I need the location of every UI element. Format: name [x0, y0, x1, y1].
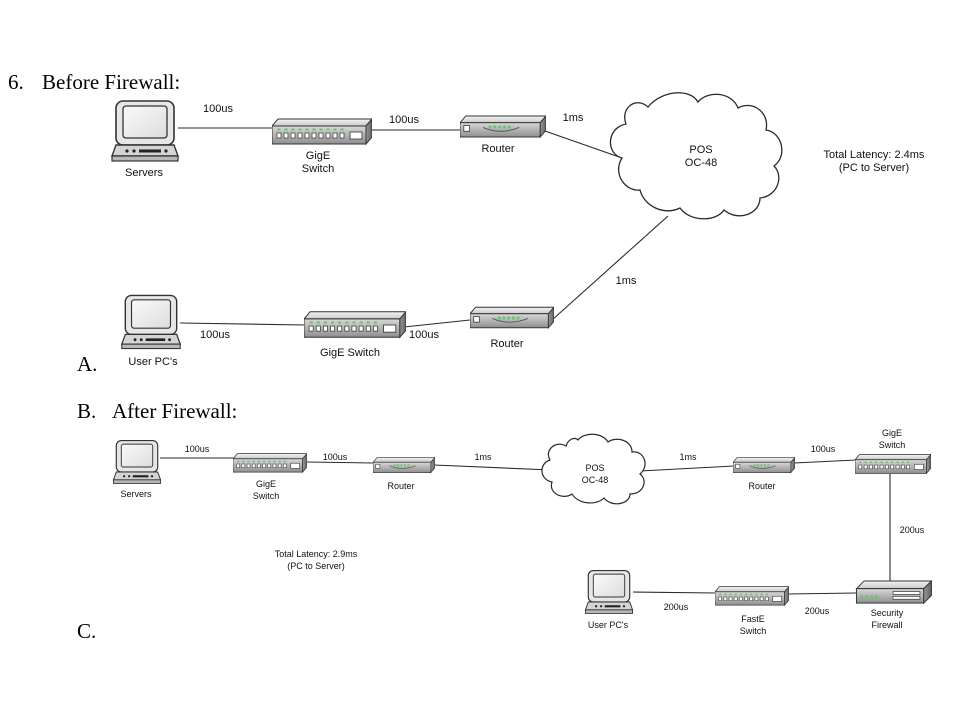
latency-before-pc-switch: 100us [200, 329, 230, 341]
section-b-number: B. [77, 399, 96, 423]
latency-after-cloud-router: 1ms [679, 452, 697, 462]
latency-before-router-cloud: 1ms [563, 112, 584, 124]
router-icon-before-bottom [470, 306, 554, 329]
pos-cloud-label-after-1: POS [585, 463, 604, 473]
security-firewall-label-line1: Security [871, 608, 904, 618]
total-latency-before-1: Total Latency: 2.4ms [824, 149, 925, 161]
gige-switch-label-before-bottom: GigE Switch [320, 347, 380, 359]
latency-before-switch-router: 100us [389, 114, 419, 126]
gige-switch-icon-before-top [272, 118, 372, 145]
router-icon-before-top [460, 115, 546, 138]
servers-icon-after [112, 439, 162, 485]
link-before-pc-switch [179, 322, 307, 326]
gige-switch-label-after-2-line1: GigE [882, 428, 902, 438]
security-firewall-icon [855, 580, 932, 604]
link-after-switch-router [305, 461, 375, 464]
link-before-switch-router-b [403, 319, 471, 328]
section-6-number: 6. [8, 70, 24, 94]
gige-switch-label-before-top-1: GigE [306, 150, 330, 162]
latency-before-switch-router-b: 100us [409, 329, 439, 341]
latency-after-servers-switch: 100us [185, 444, 210, 454]
total-latency-after-2: (PC to Server) [287, 561, 345, 571]
link-after-faste-firewall [787, 592, 857, 595]
section-c-label: C. [77, 619, 96, 643]
pos-cloud-before [609, 92, 783, 220]
faste-switch-label-line2: Switch [740, 626, 767, 636]
router-icon-after-1 [373, 457, 435, 473]
link-after-router-cloud [433, 464, 552, 471]
total-latency-before-2: (PC to Server) [839, 162, 909, 174]
gige-switch-label-after-2-line2: Switch [879, 440, 906, 450]
gige-switch-icon-after-1 [233, 453, 307, 473]
user-pc-icon-after [584, 569, 634, 615]
pos-cloud-label-after-2: OC-48 [582, 475, 609, 485]
router-label-before-bottom: Router [490, 338, 523, 350]
total-latency-after-1: Total Latency: 2.9ms [275, 549, 358, 559]
link-after-router-switch [793, 459, 857, 464]
gige-switch-icon-before-bottom [304, 311, 406, 338]
after-links [160, 457, 891, 595]
servers-icon-before [111, 100, 179, 162]
pos-cloud-after [541, 433, 646, 505]
gige-switch-label-after-1-line1: GigE [256, 479, 276, 489]
pos-cloud-label-before-1: POS [689, 144, 712, 156]
router-icon-after-2 [733, 457, 795, 473]
latency-before-servers-switch: 100us [203, 103, 233, 115]
gige-switch-label-before-top-2: Switch [302, 163, 334, 175]
before-links [178, 127, 669, 328]
user-pc-label-after: User PC's [588, 620, 629, 630]
section-6-title: Before Firewall: [42, 70, 180, 94]
link-after-cloud-router [639, 465, 735, 472]
servers-label-after: Servers [120, 489, 152, 499]
latency-after-router-cloud: 1ms [474, 452, 492, 462]
link-after-pc-faste [632, 591, 717, 594]
faste-switch-icon [715, 586, 789, 606]
latency-after-switch-firewall: 200us [900, 525, 925, 535]
latency-before-cloud-router: 1ms [616, 275, 637, 287]
router-label-after-2: Router [748, 481, 775, 491]
section-a-label: A. [77, 352, 97, 376]
section-b-title: After Firewall: [112, 399, 237, 423]
gige-switch-icon-after-2 [855, 453, 931, 474]
router-label-after-1: Router [387, 481, 414, 491]
latency-after-pc-faste: 200us [664, 602, 689, 612]
gige-switch-label-after-1-line2: Switch [253, 491, 280, 501]
servers-label-before: Servers [125, 167, 163, 179]
pos-cloud-label-before-2: OC-48 [685, 157, 717, 169]
security-firewall-label-line2: Firewall [871, 620, 902, 630]
link-before-router-cloud [544, 130, 623, 159]
link-before-cloud-router [551, 215, 669, 321]
user-pc-label-before: User PC's [128, 356, 178, 368]
latency-after-router-switch: 100us [811, 444, 836, 454]
latency-after-faste-firewall: 200us [805, 606, 830, 616]
latency-after-switch-router: 100us [323, 452, 348, 462]
user-pc-icon-before [121, 294, 181, 350]
faste-switch-label-line1: FastE [741, 614, 765, 624]
router-label-before-top: Router [481, 143, 514, 155]
